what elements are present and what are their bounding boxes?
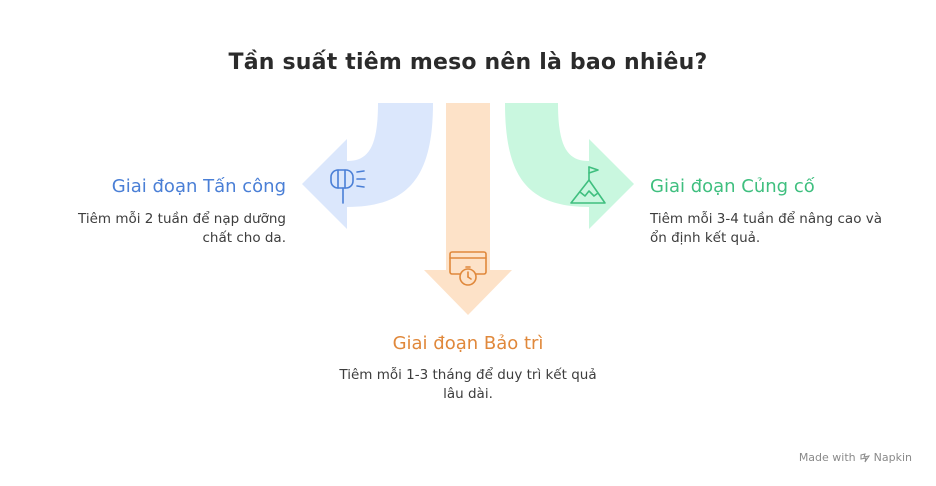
page-title: Tần suất tiêm meso nên là bao nhiêu?: [228, 50, 708, 75]
stopwatch-icon: [449, 251, 487, 286]
stage-attack-title: Giai đoạn Tấn công: [111, 176, 286, 197]
stage-maintenance-desc: Tiêm mỗi 1-3 tháng để duy trì kết quả lâ…: [339, 367, 597, 402]
arrow-maintenance: [424, 103, 512, 315]
stage-maintenance-title: Giai đoạn Bảo trì: [392, 333, 544, 354]
hair-dryer-icon: [330, 169, 366, 204]
arrow-attack: [302, 103, 433, 229]
napkin-logo-icon: [860, 452, 870, 462]
mountain-flag-icon: [570, 166, 606, 204]
watermark[interactable]: Made with Napkin: [799, 451, 912, 464]
watermark-prefix: Made with: [798, 451, 856, 464]
stage-consolidation-desc: Tiêm mỗi 3-4 tuần để nâng cao và ổn định…: [650, 211, 883, 246]
stage-attack-desc: Tiêm mỗi 2 tuần để nạp dưỡng chất cho da…: [78, 211, 286, 246]
stage-consolidation-title: Giai đoạn Củng cố: [650, 176, 815, 197]
arrow-consolidation: [505, 103, 634, 229]
watermark-brand: Napkin: [873, 451, 912, 464]
